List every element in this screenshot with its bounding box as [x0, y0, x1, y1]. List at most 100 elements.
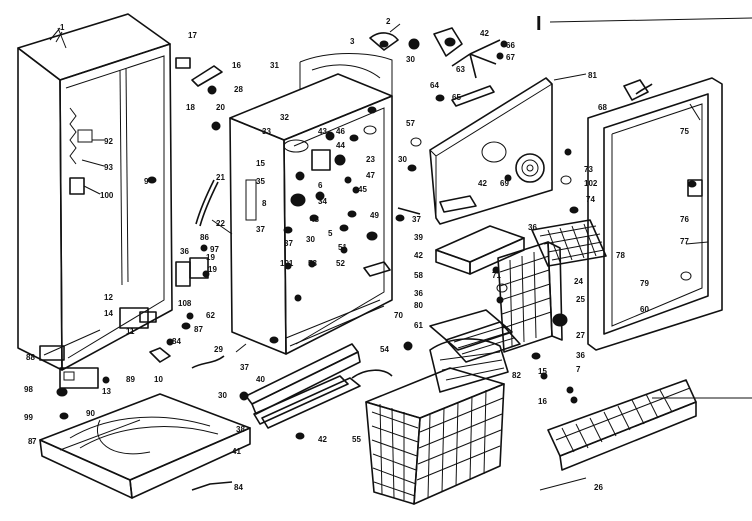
callout-42a: 42 [318, 435, 327, 444]
callout-46: 46 [336, 127, 345, 136]
callout-108: 108 [178, 299, 192, 308]
callout-64: 64 [430, 81, 439, 90]
callout-36c: 36 [414, 289, 423, 298]
door-frame [587, 77, 723, 351]
callout-68: 68 [598, 103, 607, 112]
upper-small-parts [369, 27, 508, 107]
callout-84b: 84 [234, 483, 243, 492]
inner-liner [229, 53, 393, 355]
callout-75: 75 [680, 127, 689, 136]
callout-97: 97 [210, 245, 219, 254]
callout-69: 69 [500, 179, 509, 188]
leader-lines [55, 23, 709, 491]
callout-58: 58 [414, 271, 423, 280]
callout-15b: 15 [538, 367, 547, 376]
callout-10: 10 [154, 375, 163, 384]
callout-27: 27 [576, 331, 585, 340]
callout-89: 89 [126, 375, 135, 384]
callout-37a: 37 [256, 225, 265, 234]
callout-16: 16 [232, 61, 241, 70]
callout-30c: 30 [406, 55, 415, 64]
callout-55: 55 [352, 435, 361, 444]
callout-70: 70 [394, 311, 403, 320]
callout-24: 24 [574, 277, 583, 286]
callout-20: 20 [216, 103, 225, 112]
callout-53: 53 [308, 259, 317, 268]
callout-71: 71 [492, 271, 501, 280]
callout-102: 102 [584, 179, 598, 188]
callout-44: 44 [336, 141, 345, 150]
callout-31: 31 [270, 61, 279, 70]
callout-36b: 36 [528, 223, 537, 232]
evaporator-cover [407, 77, 579, 225]
callout-37c: 37 [240, 363, 249, 372]
callout-99: 99 [24, 413, 33, 422]
lower-left-components [39, 57, 225, 420]
callout-30b: 30 [218, 391, 227, 400]
callout-33: 33 [262, 127, 271, 136]
callout-62: 62 [206, 311, 215, 320]
callout-98: 98 [24, 385, 33, 394]
callout-30a: 30 [306, 235, 315, 244]
callout-74: 74 [586, 195, 595, 204]
slide-rails [235, 343, 361, 440]
callout-90: 90 [86, 409, 95, 418]
callout-42b: 42 [480, 29, 489, 38]
callout-2: 2 [386, 17, 391, 26]
callout-92: 92 [104, 137, 113, 146]
callout-labels: 1 2 3 17 16 28 18 20 31 32 33 43 46 44 1… [24, 17, 689, 492]
callout-19b: 19 [208, 265, 217, 274]
kick-grille [540, 372, 752, 471]
callout-61: 61 [414, 321, 423, 330]
callout-9: 9 [144, 177, 149, 186]
callout-79: 79 [640, 279, 649, 288]
callout-63: 63 [456, 65, 465, 74]
callout-1: 1 [60, 23, 65, 32]
callout-25: 25 [576, 295, 585, 304]
callout-35: 35 [256, 177, 265, 186]
callout-47: 47 [366, 171, 375, 180]
callout-3: 3 [350, 37, 355, 46]
callout-88: 88 [26, 353, 35, 362]
callout-60: 60 [640, 305, 649, 314]
callout-32: 32 [280, 113, 289, 122]
callout-100: 100 [100, 191, 114, 200]
callout-41: 41 [232, 447, 241, 456]
callout-21: 21 [216, 173, 225, 182]
callout-73: 73 [584, 165, 593, 174]
callout-87: 87 [194, 325, 203, 334]
callout-57: 57 [406, 119, 415, 128]
callout-17: 17 [188, 31, 197, 40]
callout-26: 26 [594, 483, 603, 492]
callout-13: 13 [102, 387, 111, 396]
callout-51: 51 [338, 243, 347, 252]
callout-29: 29 [214, 345, 223, 354]
callout-42c: 42 [478, 179, 487, 188]
callout-66: 66 [506, 41, 515, 50]
callout-23: 23 [366, 155, 375, 164]
callout-39: 39 [414, 233, 423, 242]
header-mark: I [536, 13, 542, 35]
callout-12: 12 [104, 293, 113, 302]
callout-76: 76 [680, 215, 689, 224]
callout-37b: 37 [284, 239, 293, 248]
callout-84a: 84 [172, 337, 181, 346]
callout-7a: 7 [32, 437, 37, 446]
callout-30d: 30 [398, 155, 407, 164]
callout-36d: 36 [576, 351, 585, 360]
callout-6: 6 [318, 181, 323, 190]
callout-16b: 16 [538, 397, 547, 406]
callout-19a: 19 [206, 253, 215, 262]
callout-82: 82 [512, 371, 521, 380]
callout-52: 52 [336, 259, 345, 268]
callout-14: 14 [104, 309, 113, 318]
outer-cabinet [17, 13, 173, 371]
callout-80: 80 [414, 301, 423, 310]
callout-54: 54 [380, 345, 389, 354]
callout-15: 15 [256, 159, 265, 168]
callout-86: 86 [200, 233, 209, 242]
callout-8: 8 [262, 199, 267, 208]
callout-42d: 42 [414, 251, 423, 260]
callout-67: 67 [506, 53, 515, 62]
